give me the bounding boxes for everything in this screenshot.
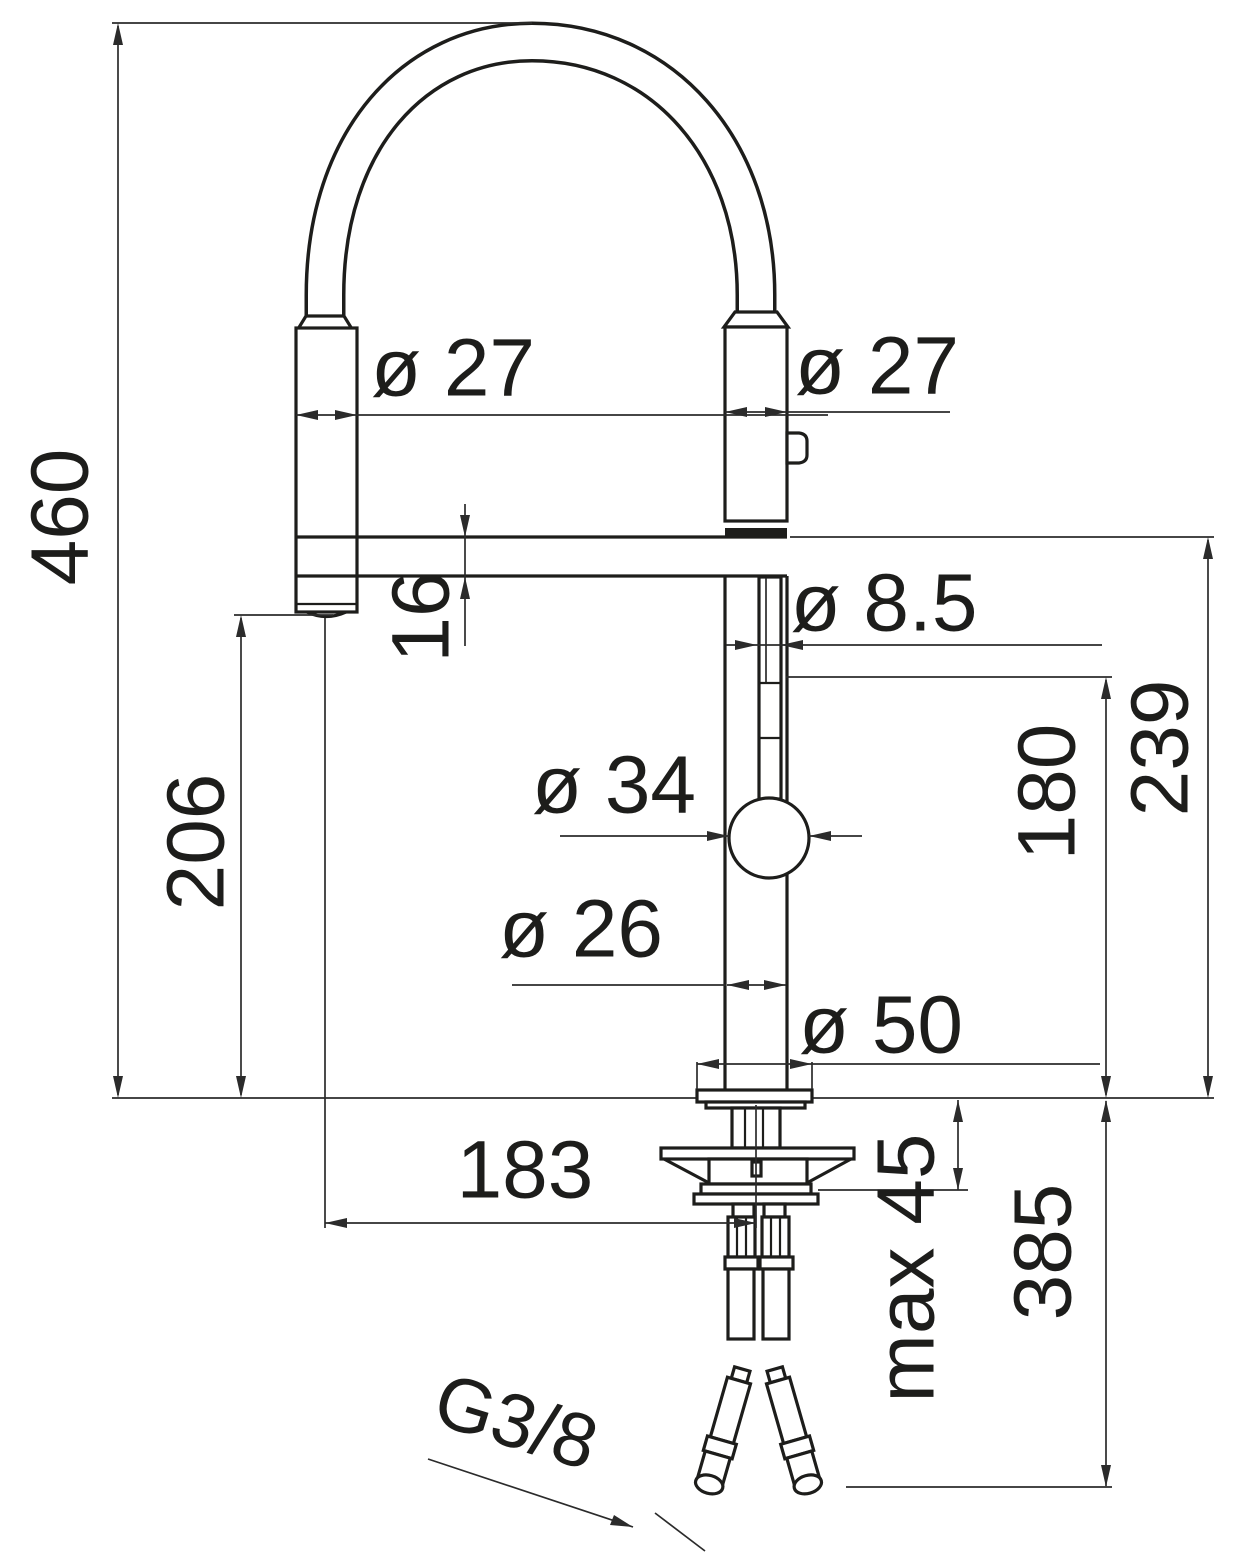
- diverter-button: [785, 431, 809, 465]
- tail-thread-right: [760, 1215, 791, 1259]
- swivel-ring-band: [725, 528, 787, 536]
- hose-arch-inner: [308, 24, 773, 321]
- dim-label-183: 183: [457, 1125, 594, 1216]
- dim-label-dia27-right: ø 27: [795, 321, 959, 412]
- dim-body-diameter: ø 27: [725, 321, 959, 417]
- dim-head-clearance: 206: [151, 614, 333, 1098]
- tail-collar-left: [723, 1255, 760, 1271]
- dim-max-counter-thickness: max 45: [818, 1100, 968, 1402]
- spout-arm-fill: [297, 538, 786, 575]
- faucet-outline: [294, 21, 856, 1496]
- tail-stub-left: [731, 1202, 756, 1219]
- hose-body: [708, 1375, 753, 1446]
- dim-base-diameter: ø 50: [696, 980, 1100, 1089]
- hose-body: [764, 1375, 809, 1446]
- dim-label-dia50: ø 50: [799, 980, 963, 1071]
- dim-label-206: 206: [151, 774, 242, 911]
- tail-stub-right: [762, 1202, 787, 1219]
- callout-thread-size: G3/8: [425, 1357, 706, 1552]
- hose-arch: [304, 21, 777, 321]
- dim-lever-height: 180: [786, 676, 1112, 1098]
- tail-tube-left: [726, 1267, 756, 1341]
- dim-label-dia85: ø 8.5: [791, 558, 978, 649]
- dim-ball-diameter: ø 34: [532, 740, 862, 841]
- tail-tube-right: [761, 1267, 791, 1341]
- lever-rod: [757, 575, 783, 801]
- dim-riser-diameter: ø 26: [499, 884, 786, 990]
- spray-head: [294, 326, 359, 619]
- dim-label-16: 16: [376, 571, 467, 662]
- supply-hose-right: [764, 1364, 824, 1496]
- dim-arm-height: 239: [790, 536, 1214, 1098]
- base-flange: [695, 1088, 814, 1104]
- mounting-hardware: [659, 1088, 856, 1206]
- washer-brace-right: [804, 1157, 852, 1186]
- dim-total-height: 460: [15, 22, 532, 1098]
- spray-head-body: [294, 326, 359, 614]
- dim-arm-thickness: 16: [376, 504, 470, 663]
- tail-collar-right: [758, 1255, 795, 1271]
- lever-ball: [727, 796, 811, 880]
- mounting-washer: [659, 1146, 856, 1161]
- dim-pin-diameter: ø 8.5: [726, 558, 1102, 650]
- washer-brace-left: [663, 1157, 712, 1186]
- dim-spout-reach: 183: [324, 618, 757, 1228]
- dim-label-180: 180: [1002, 724, 1093, 861]
- body-head-fill: [725, 327, 787, 537]
- body-taper: [720, 310, 792, 329]
- dim-label-max45: max 45: [861, 1134, 952, 1403]
- dim-label-385: 385: [998, 1184, 1089, 1321]
- dim-label-dia34: ø 34: [532, 740, 696, 831]
- connector-face: [792, 1473, 824, 1496]
- dim-label-460: 460: [15, 449, 106, 586]
- dim-label-239: 239: [1115, 680, 1206, 817]
- dim-label-dia26: ø 26: [499, 884, 663, 975]
- lever-handle: [727, 575, 811, 880]
- dim-hose-length: 385: [846, 1100, 1112, 1488]
- inlet-tails: [723, 1202, 795, 1341]
- dim-label-dia27-left: ø 27: [371, 323, 535, 414]
- supply-hose-left: [693, 1364, 753, 1496]
- connector-face: [693, 1473, 725, 1496]
- spray-head-aerator: [306, 610, 347, 619]
- dimension-annotations: 460 206 16 ø 27 ø 27: [15, 22, 1214, 1552]
